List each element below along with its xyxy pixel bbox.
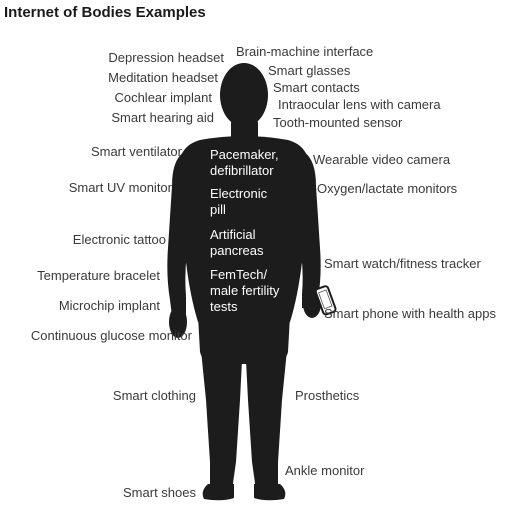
label-microchip-implant: Microchip implant [58,298,160,313]
label-smart-shoes: Smart shoes [123,485,196,500]
label-cochlear-implant: Cochlear implant [114,90,212,105]
label-smart-clothing: Smart clothing [112,388,196,403]
inner-label-line: male fertility [210,283,280,298]
page-title: Internet of Bodies Examples [4,4,206,21]
label-ankle-monitor: Ankle monitor [285,463,365,478]
inner-label-line: Artificial [210,227,256,242]
label-smart-hearing-aid: Smart hearing aid [111,110,214,125]
inner-label-line: Pacemaker, [210,147,279,162]
label-brain-machine-interface: Brain-machine interface [236,44,374,59]
label-wearable-video-camera: Wearable video camera [313,152,451,167]
label-temperature-bracelet: Temperature bracelet [37,268,160,283]
inner-label-artificial-pancreas: Artificial pancreas [210,227,263,259]
label-oxygen-lactate-monitors: Oxygen/lactate monitors [317,181,458,196]
label-smart-phone-with-health-apps: Smart phone with health apps [324,306,496,321]
inner-label-line: tests [210,299,238,314]
label-smart-contacts: Smart contacts [273,80,360,95]
inner-label-line: pancreas [210,243,264,258]
label-depression-headset: Depression headset [108,50,224,65]
inner-label-line: defibrillator [210,163,274,178]
label-smart-watch-fitness-tracker: Smart watch/fitness tracker [324,256,481,271]
label-continuous-glucose-monitor: Continuous glucose monitor [30,328,192,343]
label-tooth-mounted-sensor: Tooth-mounted sensor [273,115,403,130]
label-prosthetics: Prosthetics [295,388,360,403]
label-electronic-tattoo: Electronic tattoo [72,232,166,247]
label-smart-uv-monitor: Smart UV monitor [68,180,172,195]
inner-label-line: Electronic [210,186,268,201]
inner-label-line: pill [210,202,226,217]
label-smart-ventilator: Smart ventilator [90,144,182,159]
inner-label-line: FemTech/ [210,267,268,282]
label-intraocular-lens-with-camera: Intraocular lens with camera [278,97,441,112]
smartphone-icon [314,285,337,316]
label-meditation-headset: Meditation headset [108,70,218,85]
label-smart-glasses: Smart glasses [268,63,351,78]
inner-label-pacemaker: Pacemaker, defibrillator [210,147,279,179]
inner-label-femtech: FemTech/ male fertility tests [210,267,279,315]
inner-label-electronic-pill: Electronic pill [210,186,267,218]
